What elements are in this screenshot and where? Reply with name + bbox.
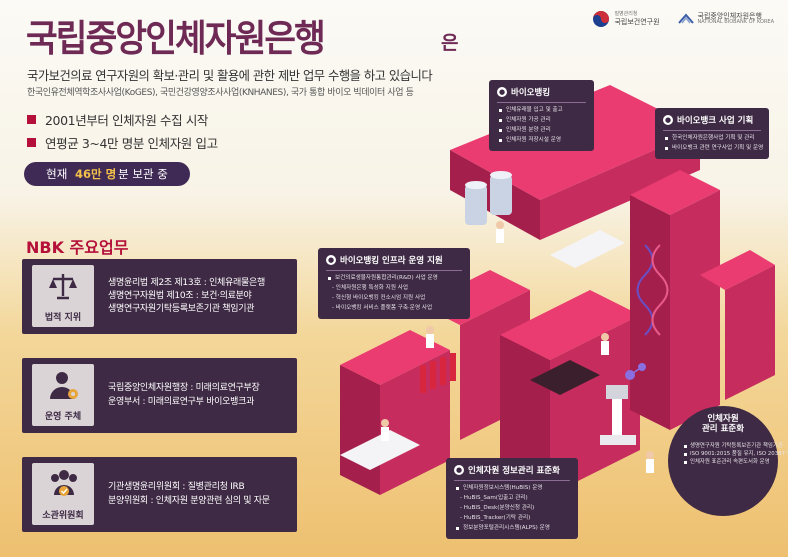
intro-main: 국가보건의료 연구자원의 확보·관리 및 활용에 관한 제반 업무 수행을 하고… bbox=[27, 69, 433, 83]
page-title: 국립중앙인체자원은행 bbox=[26, 17, 326, 60]
info-dot-icon: ● bbox=[326, 255, 336, 265]
info-dot-icon: ● bbox=[454, 465, 464, 475]
researcher-figure bbox=[381, 221, 654, 473]
letter-k-block bbox=[630, 170, 775, 430]
fact-collection-start: 2001년부터 인체자원 수집 시작 bbox=[27, 110, 208, 129]
intro-sub: 한국인유전체역학조사사업(KoGES), 국민건강영양조사사업(KNHANES)… bbox=[27, 88, 414, 98]
molecule-icon bbox=[625, 363, 646, 380]
square-bullet-icon bbox=[27, 115, 36, 124]
person-gear-icon bbox=[50, 372, 78, 399]
list-item: - HuBIS_Desk(분양신청 관리) bbox=[460, 505, 535, 511]
scales-icon bbox=[49, 274, 77, 300]
duty-operation: 운영 주체 국립중앙인체자원행장 : 미래의료연구부장 운영부서 : 미래의료연… bbox=[22, 358, 297, 433]
list-item: 한국인체자원은행사업 기획 및 관리 bbox=[665, 133, 761, 143]
callout-infra: ●바이오뱅킹 인프라 운영 지원 보건의료생물자원통합관리(R&D) 사업 운영… bbox=[318, 248, 470, 319]
list-item: 인체자원정보시스템(HuBIS) 운영 bbox=[456, 483, 570, 493]
duty-line: 기관생명윤리위원회 : 질병관리청 IRB bbox=[108, 482, 245, 493]
list-item: - HuBIS_Sam(입출고 관리) bbox=[460, 495, 528, 501]
list-item: - HuBIS_Tracker(기탁 관리) bbox=[460, 515, 531, 521]
microscope-icon bbox=[600, 385, 636, 445]
list-item: 인체자원 저장시설 운영 bbox=[499, 135, 586, 145]
duty-label: 운영 주체 bbox=[44, 412, 82, 422]
callout-planning: ●바이오뱅크 사업 기획 한국인체자원은행사업 기획 및 관리 바이오뱅크 관련… bbox=[655, 108, 769, 159]
duty-line: 국립중앙인체자원행장 : 미래의료연구부장 bbox=[108, 383, 260, 394]
callout-info-standard: ●인체자원 정보관리 표준화 인체자원정보시스템(HuBIS) 운영 - HuB… bbox=[446, 458, 578, 539]
fact-annual-intake: 연평균 3~4만 명분 인체자원 입고 bbox=[27, 133, 218, 152]
duty-line: 생명윤리법 제2조 제13호 : 인체유래물은행 bbox=[108, 277, 265, 288]
list-item: 인체자원 분양 관리 bbox=[499, 125, 586, 135]
nbk-mark-icon bbox=[677, 13, 694, 24]
duty-line: 분양위원회 : 인체자원 분양관련 심의 및 자문 bbox=[108, 495, 270, 506]
duty-label: 소관위원회 bbox=[42, 511, 84, 521]
list-item: 정보분양포털관리시스템(ALPS) 운영 bbox=[456, 523, 570, 533]
duty-line: 운영부서 : 미래의료연구부 바이오뱅크과 bbox=[108, 396, 255, 407]
duties-heading: NBK 주요업무 bbox=[26, 238, 129, 257]
callout-biobanking: ●바이오뱅킹 인체유래물 입고 및 출고 인체자원 가공 관리 인체자원 분양 … bbox=[489, 80, 594, 151]
list-item: - 인체자원은행 특성화 지원 사업 bbox=[332, 285, 409, 291]
letter-b-block bbox=[500, 290, 640, 495]
list-item: 인체자원 가공 관리 bbox=[499, 115, 586, 125]
duty-line: 생명연구자원기탁등록보존기관 책임기관 bbox=[108, 304, 255, 315]
committee-icon bbox=[51, 470, 77, 496]
page-title-suffix: 은 bbox=[441, 32, 459, 54]
list-item: 바이오뱅크 관련 연구사업 기획 및 운영 bbox=[665, 143, 763, 153]
info-dot-icon: ● bbox=[497, 87, 507, 97]
list-item: 생명연구자원 기탁등록보존기관 책임기관 bbox=[684, 442, 788, 450]
duty-committee: 소관위원회 기관생명윤리위원회 : 질병관리청 IRB 분양위원회 : 인체자원… bbox=[22, 457, 297, 532]
lab-bench bbox=[340, 230, 625, 470]
list-item: 보건의료생물자원통합관리(R&D) 사업 운영 bbox=[328, 273, 462, 283]
list-item: 인체자원 표준관리 속편도서화 운영 bbox=[684, 458, 788, 466]
duty-label: 법적 지위 bbox=[44, 313, 82, 323]
list-item: 인체유래물 입고 및 출고 bbox=[499, 105, 586, 115]
list-item: - 바이오뱅킹 서비스 플랫폼 구축·운영 사업 bbox=[332, 305, 433, 311]
pit bbox=[530, 360, 600, 395]
dna-helix-icon bbox=[636, 244, 669, 336]
taegeuk-icon bbox=[593, 11, 610, 27]
info-dot-icon: ● bbox=[663, 115, 673, 125]
duty-line: 생명연구자원법 제10조 : 보건·의료분야 bbox=[108, 290, 252, 301]
list-item: - 혁신형 바이오뱅킹 컨소시엄 지원 사업 bbox=[332, 295, 426, 301]
sample-tubes bbox=[420, 353, 456, 393]
storage-tank bbox=[465, 171, 512, 225]
list-item: ISO 9001:2015 품질 유지, ISO 20387 인증 bbox=[684, 450, 788, 458]
duty-legal-status: 법적 지위 생명윤리법 제2조 제13호 : 인체유래물은행 생명연구자원법 제… bbox=[22, 259, 297, 334]
square-bullet-icon bbox=[27, 138, 36, 147]
